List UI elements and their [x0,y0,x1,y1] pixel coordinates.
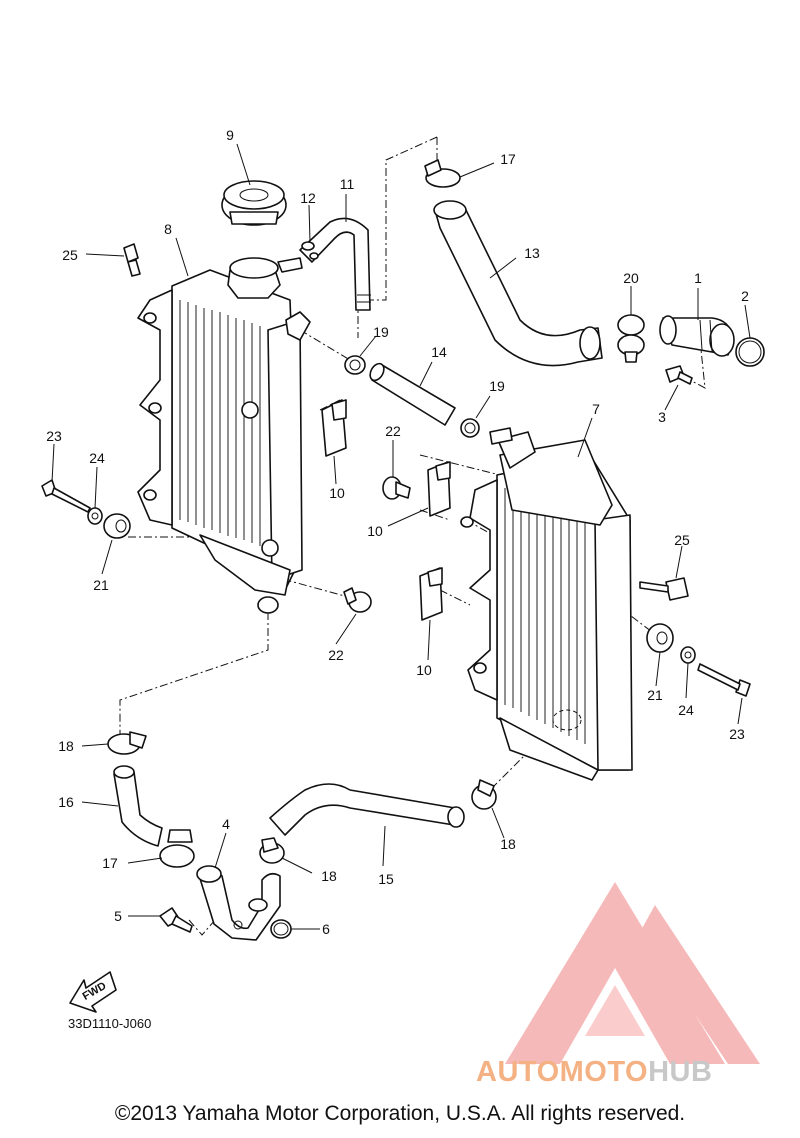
callout-17-upper: 17 [500,151,516,167]
callout-3: 3 [658,409,666,425]
radiator-right [460,427,633,781]
callout-21-left: 21 [93,577,109,593]
washer-24-right [680,646,696,664]
radiator-left [137,257,311,614]
callout-25-left: 25 [62,247,78,263]
brand-logo-triangle [505,882,760,1064]
water-pipe [196,865,281,941]
callout-numbers: 1 2 3 4 5 6 7 8 9 10 10 10 11 12 13 14 1… [46,127,749,937]
radiator-hose-lower-16 [113,765,163,847]
callout-17-lower: 17 [102,855,118,871]
radiator-hose-upper [433,200,603,367]
bolt-3 [665,365,693,385]
callout-7: 7 [592,401,600,417]
callout-9: 9 [226,127,234,143]
brand-wordmark: AUTOMOTOHUB [476,1056,712,1089]
hose-clip-18-upper [107,731,147,755]
callout-14: 14 [431,344,447,360]
brand-wordmark-suffix: HUB [648,1056,713,1088]
bolt-25-left [123,243,141,277]
callout-13: 13 [524,245,540,261]
bolt-23-right [697,663,751,697]
callout-6: 6 [322,921,330,937]
callout-11: 11 [340,176,355,192]
washer-24-left [87,507,103,525]
callout-22-mid: 22 [385,423,401,439]
callout-18-lower: 18 [321,868,337,884]
callout-24-left: 24 [89,450,105,466]
hose-clip-18-mid [471,779,497,810]
radiator-left-fins [179,300,261,546]
o-ring-2 [735,337,765,367]
collar-22-mid [382,476,411,500]
callout-19-lower: 19 [489,378,505,394]
brand-wordmark-prefix: AUTOMOTO [476,1056,649,1088]
diagram-code: 33D1110-J060 [68,1016,152,1031]
radiator-guard-left [321,399,347,457]
callout-22-left: 22 [328,647,344,663]
callout-21-right: 21 [647,687,663,703]
hose-clamp-20 [617,314,645,363]
callout-25-right: 25 [674,532,690,548]
hose-clamp-17-upper [424,159,461,188]
callout-8: 8 [164,221,172,237]
hose-joint [659,315,735,357]
callout-16: 16 [58,794,74,810]
radiator-guard-lower [419,567,443,621]
callout-10-mid: 10 [367,523,383,539]
radiator-cap [221,180,287,226]
grommet-21-right [646,623,674,653]
hose-clip-small [301,241,319,260]
callout-20: 20 [623,270,639,286]
callout-18-mid: 18 [500,836,516,852]
o-ring-6 [270,919,292,939]
callout-15: 15 [378,871,394,887]
callout-2: 2 [741,288,749,304]
callout-10-left: 10 [329,485,345,501]
bolt-23-left [41,479,91,513]
hose-clamp-19-upper [344,355,366,375]
hose-clamp-19-lower [460,418,480,438]
callout-24-right: 24 [678,702,694,718]
callout-10-lower: 10 [416,662,432,678]
callout-4: 4 [222,816,230,832]
callout-5: 5 [114,908,122,924]
radiator-hose-lower-15 [269,783,465,836]
overflow-hose [299,217,371,311]
copyright-notice: ©2013 Yamaha Motor Corporation, U.S.A. A… [114,1102,686,1125]
hose-clamp-17-lower [159,829,195,868]
bolt-25-right [639,577,689,601]
radiator-right-fins [504,488,586,744]
fwd-arrow-icon: FWD [69,971,117,1013]
grommet-21-left [103,513,131,539]
callout-19-upper: 19 [373,324,389,340]
callout-23-right: 23 [729,726,745,742]
bolt-5 [159,907,193,933]
callout-1: 1 [694,270,702,286]
callout-23-left: 23 [46,428,62,444]
leader-lines [51,143,751,930]
callout-12: 12 [300,190,316,206]
radiator-guard-mid [427,461,451,517]
hose-clip-18-lower [259,837,285,864]
callout-18-upper: 18 [58,738,74,754]
connecting-pipe [369,362,456,426]
collar-22-left [343,587,372,613]
